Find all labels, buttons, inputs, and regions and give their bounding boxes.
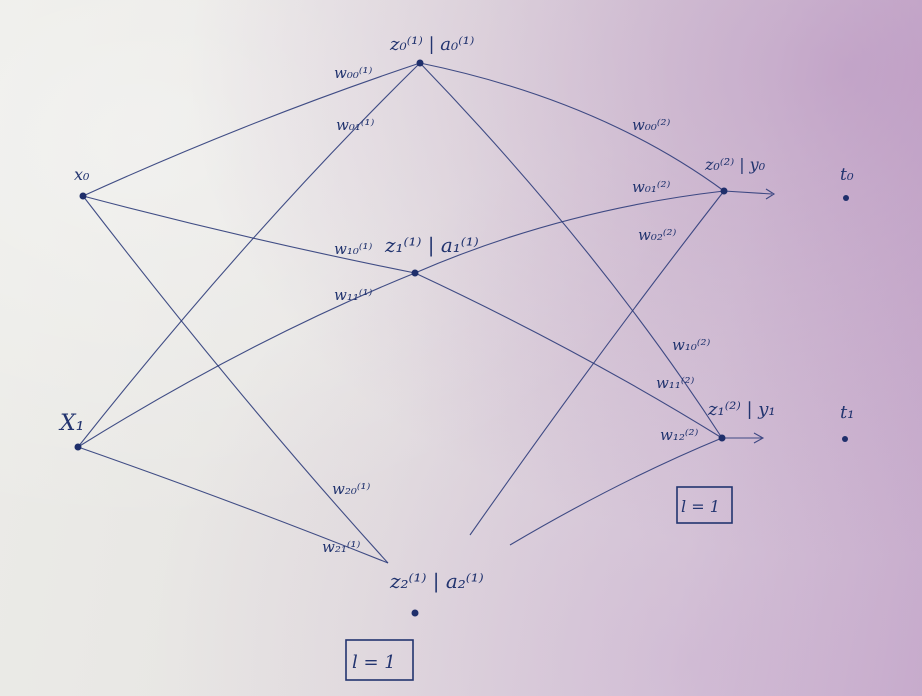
layer-box-output bbox=[676, 486, 733, 524]
weight-w00-1: w₀₀⁽¹⁾ bbox=[334, 64, 373, 82]
weight-w21-1: w₂₁⁽¹⁾ bbox=[322, 538, 361, 556]
node-h1 bbox=[411, 269, 419, 277]
arrow-o0 bbox=[723, 188, 776, 200]
weight-w12-2: w₁₂⁽²⁾ bbox=[660, 426, 699, 444]
edge-h1-o0 bbox=[414, 190, 725, 274]
label-x1: X₁ bbox=[58, 411, 84, 436]
node-x0 bbox=[79, 192, 87, 200]
label-h0: z₀⁽¹⁾ | a₀⁽¹⁾ bbox=[389, 34, 474, 55]
weight-w00-2: w₀₀⁽²⁾ bbox=[632, 116, 671, 134]
layer-box-hidden-label: l = 1 bbox=[352, 652, 396, 673]
weight-w11-2: w₁₁⁽²⁾ bbox=[656, 374, 695, 392]
layer-box-hidden bbox=[345, 639, 414, 681]
weight-w01-2: w₀₁⁽²⁾ bbox=[632, 178, 671, 196]
node-t0 bbox=[843, 195, 849, 201]
weight-w20-1: w₂₀⁽¹⁾ bbox=[332, 480, 371, 498]
label-o1: z₁⁽²⁾ | y₁ bbox=[707, 399, 776, 420]
edge-x1-h1 bbox=[77, 272, 416, 448]
edge-h0-o0 bbox=[419, 62, 725, 192]
edge-x0-h2 bbox=[82, 195, 389, 564]
node-h0 bbox=[416, 59, 424, 67]
label-t1: t₁ bbox=[840, 402, 854, 423]
weight-w10-1: w₁₀⁽¹⁾ bbox=[334, 240, 373, 258]
node-o0 bbox=[720, 187, 728, 195]
edge-h2-o1 bbox=[509, 437, 723, 546]
weight-w10-2: w₁₀⁽²⁾ bbox=[672, 336, 711, 354]
layer-box-output-label: l = 1 bbox=[681, 497, 720, 516]
edge-x1-h2 bbox=[77, 446, 389, 564]
label-t0: t₀ bbox=[840, 165, 854, 185]
label-h2: z₂⁽¹⁾ | a₂⁽¹⁾ bbox=[389, 569, 484, 594]
edge-h1-o1 bbox=[414, 272, 723, 439]
edge-h2-o0 bbox=[469, 190, 725, 536]
node-h2 bbox=[411, 609, 419, 617]
edge-x0-h1 bbox=[82, 195, 416, 274]
weight-w11-1: w₁₁⁽¹⁾ bbox=[334, 286, 373, 304]
label-x0: x₀ bbox=[74, 165, 90, 184]
edge-h0-o1 bbox=[419, 62, 723, 439]
label-o0: z₀⁽²⁾ | y₀ bbox=[704, 155, 766, 174]
label-h1: z₁⁽¹⁾ | a₁⁽¹⁾ bbox=[384, 233, 479, 258]
node-t1 bbox=[842, 436, 848, 442]
edge-x0-h0 bbox=[82, 62, 421, 197]
weight-w02-2: w₀₂⁽²⁾ bbox=[638, 226, 677, 244]
arrow-o1 bbox=[722, 432, 765, 444]
weight-w01-1: w₀₁⁽¹⁾ bbox=[336, 116, 375, 134]
edge-x1-h0 bbox=[77, 62, 421, 448]
node-o1 bbox=[718, 434, 726, 442]
node-x1 bbox=[74, 443, 82, 451]
